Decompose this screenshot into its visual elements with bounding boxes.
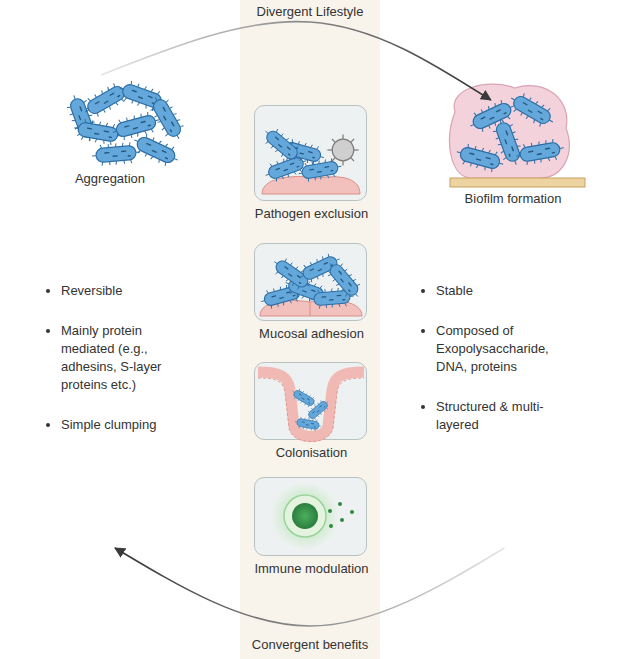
aggregation-cluster bbox=[64, 78, 188, 170]
epithelial-cells bbox=[260, 300, 362, 316]
colonisation-illustration bbox=[294, 416, 322, 432]
arrow-label: Divergent Lifestyle bbox=[220, 4, 400, 20]
aggregation-cluster bbox=[110, 110, 162, 143]
bullet-item: Mainly protein mediated (e.g., adhesins,… bbox=[61, 322, 180, 394]
exclusion-illustration bbox=[327, 134, 358, 165]
cell-glow bbox=[271, 482, 339, 550]
exclusion-illustration bbox=[280, 137, 327, 166]
adhesion-illustration bbox=[282, 274, 329, 307]
adhesion-illustration bbox=[269, 254, 315, 294]
process-box: Colonisation bbox=[254, 362, 367, 440]
node-label: Biofilm formation bbox=[443, 191, 583, 207]
colonisation-illustration bbox=[290, 386, 319, 409]
crypt-wall bbox=[258, 372, 364, 437]
cytokine-dots bbox=[350, 510, 354, 514]
bullet-item: Simple clumping bbox=[61, 416, 180, 434]
bullet-list: StableComposed of Exopolysaccharide, DNA… bbox=[420, 282, 568, 456]
aggregation-cluster bbox=[73, 117, 124, 146]
biofilm-illustration bbox=[454, 142, 506, 175]
immune-cell bbox=[284, 495, 326, 537]
cytokine-dots bbox=[328, 509, 332, 513]
bullet-item: Structured & multi-layered bbox=[436, 398, 568, 434]
adhesion-illustration bbox=[323, 257, 365, 302]
crypt-edge bbox=[258, 378, 364, 442]
biofilm-illustration bbox=[466, 96, 518, 135]
cytokine-dots bbox=[329, 524, 333, 528]
process-box: Mucosal adhesion bbox=[254, 243, 367, 321]
process-box: Pathogen exclusion bbox=[254, 105, 367, 201]
process-box: Immune modulation bbox=[254, 477, 367, 556]
aggregation-cluster bbox=[116, 78, 168, 114]
colonisation-illustration bbox=[304, 397, 332, 423]
biofilm-illustration bbox=[515, 137, 566, 166]
substrate-bar bbox=[450, 178, 585, 187]
bullet-item: Stable bbox=[436, 282, 568, 300]
arrow-label: Convergent benefits bbox=[220, 637, 400, 653]
exclusion-illustration bbox=[262, 152, 309, 185]
exclusion-illustration bbox=[259, 124, 360, 194]
bullet-list: ReversibleMainly protein mediated (e.g.,… bbox=[45, 282, 180, 456]
epithelial-cell bbox=[262, 177, 360, 194]
bullet-item: Composed of Exopolysaccharide, DNA, prot… bbox=[436, 322, 568, 376]
curved-arrow bbox=[115, 548, 504, 626]
adhesion-illustration bbox=[296, 250, 343, 285]
cell-divider bbox=[310, 302, 311, 316]
adhesion-illustration bbox=[259, 281, 306, 310]
matrix-blob bbox=[450, 84, 570, 178]
colonisation-illustration bbox=[258, 372, 364, 442]
node-label: Immune modulation bbox=[230, 561, 393, 577]
aggregation-cluster bbox=[146, 92, 188, 144]
biofilm-illustration bbox=[450, 84, 585, 187]
aggregation-cluster bbox=[130, 130, 182, 169]
cytokine-dots bbox=[338, 502, 342, 506]
exclusion-illustration bbox=[297, 157, 343, 183]
aggregation-cluster bbox=[80, 79, 132, 121]
adhesion-illustration bbox=[259, 250, 365, 316]
cytokine-dots bbox=[340, 518, 344, 522]
bullet-item: Reversible bbox=[61, 282, 180, 300]
aggregation-cluster bbox=[91, 141, 141, 166]
node-label: Colonisation bbox=[230, 445, 393, 461]
node-label: Aggregation bbox=[50, 171, 170, 187]
cell-nucleus bbox=[292, 503, 318, 529]
column-panel: Biofilm formationStableComposed of Exopo… bbox=[405, 100, 600, 548]
exclusion-illustration bbox=[259, 124, 304, 166]
column-panel: AggregationReversibleMainly protein medi… bbox=[35, 75, 235, 548]
node-label: Pathogen exclusion bbox=[230, 206, 393, 222]
curved-arrow bbox=[101, 22, 491, 100]
cytokine-dots bbox=[328, 502, 354, 528]
biofilm-illustration bbox=[490, 116, 526, 168]
immune-illustration bbox=[271, 482, 354, 550]
node-label: Mucosal adhesion bbox=[230, 326, 393, 342]
biofilm-illustration bbox=[506, 89, 558, 131]
aggregation-cluster bbox=[64, 92, 100, 144]
adhesion-illustration bbox=[310, 287, 355, 310]
